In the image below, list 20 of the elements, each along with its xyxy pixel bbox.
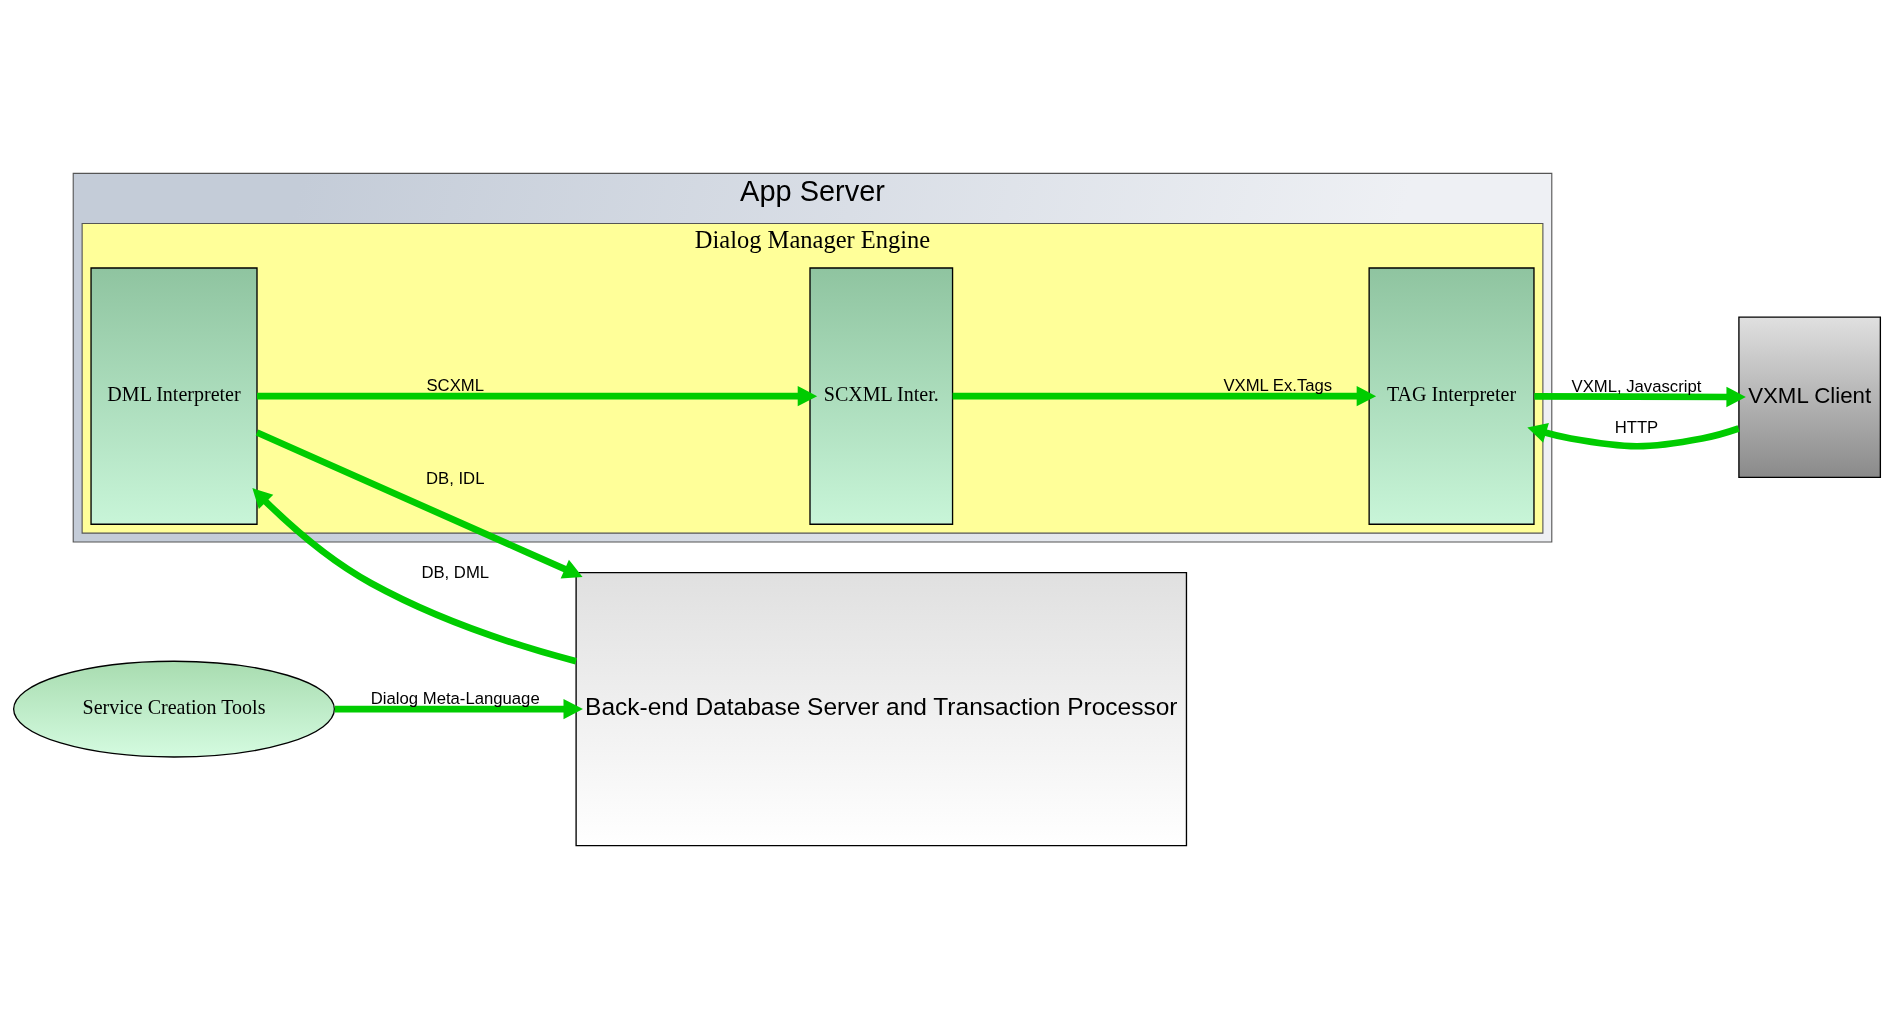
edge-label: VXML Ex.Tags — [1223, 375, 1333, 395]
arrow — [334, 698, 583, 719]
arrow — [255, 428, 583, 578]
edge-label: Dialog Meta-Language — [370, 688, 540, 708]
arrow — [952, 385, 1377, 406]
node-box: Back-end Database Server and Transaction Processor — [575, 571, 1188, 846]
node-box: VXML Client — [1738, 315, 1882, 478]
arrow — [1534, 386, 1746, 407]
node-box: SCXML Inter. — [809, 266, 954, 525]
node-box: TAG Interpreter — [1368, 266, 1535, 525]
edge-label: DB, IDL — [426, 468, 485, 488]
edge-label: HTTP — [1614, 417, 1659, 437]
edge-label: VXML, Javascript — [1571, 376, 1702, 396]
edge-label: SCXML — [426, 375, 485, 395]
node-box: DML Interpreter — [90, 266, 258, 525]
edge-label: DB, DML — [421, 562, 490, 582]
arrow — [252, 487, 577, 664]
arrow — [1527, 422, 1740, 450]
arrow — [257, 385, 818, 406]
node-ellipse: Service Creation Tools — [12, 660, 336, 758]
